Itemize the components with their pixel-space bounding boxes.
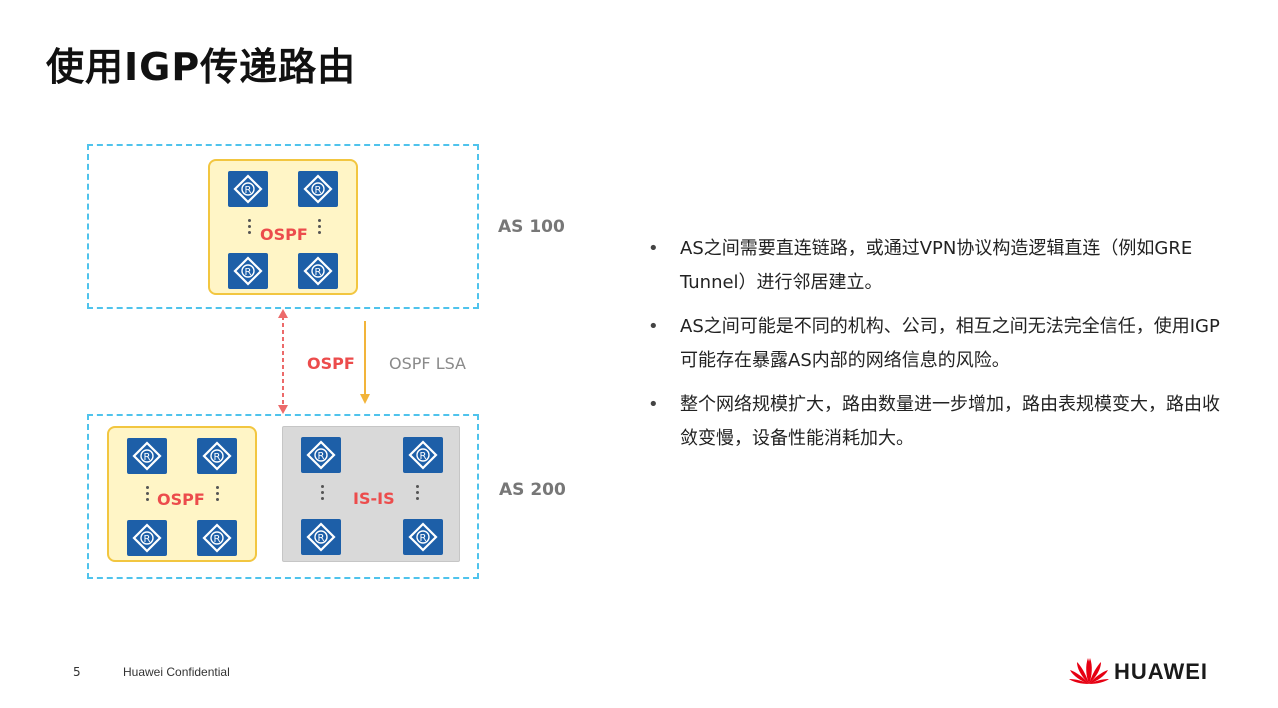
svg-text:R: R	[214, 452, 221, 463]
router-glyph-icon: R	[306, 440, 336, 470]
svg-text:R: R	[318, 533, 325, 544]
router-icon[interactable]: R	[403, 437, 443, 473]
slide-title: 使用IGP传递路由	[46, 45, 357, 89]
ospf-area-as100: R R R R OSPF	[208, 159, 358, 295]
router-icon[interactable]: R	[298, 253, 338, 289]
inter-as-links	[278, 309, 370, 414]
router-icon[interactable]: R	[228, 171, 268, 207]
router-icon[interactable]: R	[403, 519, 443, 555]
isis-area-label: IS-IS	[353, 489, 395, 508]
router-icon[interactable]: R	[127, 438, 167, 474]
router-icon[interactable]: R	[301, 519, 341, 555]
router-icon[interactable]: R	[197, 520, 237, 556]
svg-text:R: R	[245, 267, 252, 278]
ospf-area-as200: R R R R OSPF	[107, 426, 257, 562]
ellipsis-icon	[216, 486, 219, 502]
svg-text:R: R	[144, 452, 151, 463]
router-glyph-icon: R	[132, 523, 162, 553]
huawei-petal-logo-icon	[1069, 658, 1109, 684]
ospf-area-label: OSPF	[260, 225, 308, 244]
router-glyph-icon: R	[303, 174, 333, 204]
ellipsis-icon	[416, 485, 419, 501]
ellipsis-icon	[321, 485, 324, 501]
router-glyph-icon: R	[306, 522, 336, 552]
bullet-item: AS之间可能是不同的机构、公司，相互之间无法完全信任，使用IGP可能存在暴露AS…	[646, 310, 1236, 378]
router-icon[interactable]: R	[228, 253, 268, 289]
router-glyph-icon: R	[132, 441, 162, 471]
svg-text:R: R	[420, 533, 427, 544]
as100-label: AS 100	[498, 217, 565, 237]
router-icon[interactable]: R	[197, 438, 237, 474]
svg-text:R: R	[214, 534, 221, 545]
router-glyph-icon: R	[303, 256, 333, 286]
svg-text:R: R	[144, 534, 151, 545]
svg-text:R: R	[318, 451, 325, 462]
ospf-link-arrow-up	[278, 309, 288, 318]
svg-text:R: R	[315, 267, 322, 278]
ospf-link-label: OSPF	[307, 354, 355, 373]
svg-text:R: R	[420, 451, 427, 462]
ellipsis-icon	[146, 486, 149, 502]
bullet-list: AS之间需要直连链路，或通过VPN协议构造逻辑直连（例如GRE Tunnel）进…	[646, 232, 1236, 466]
ospf-link-arrow-down	[278, 405, 288, 414]
huawei-logo: HUAWEI	[1068, 654, 1208, 688]
ospf-lsa-label: OSPF LSA	[389, 354, 466, 373]
huawei-logo-text: HUAWEI	[1114, 659, 1208, 684]
page-number: 5	[73, 665, 81, 679]
confidential-label: Huawei Confidential	[123, 665, 230, 679]
router-glyph-icon: R	[233, 256, 263, 286]
bullet-item: AS之间需要直连链路，或通过VPN协议构造逻辑直连（例如GRE Tunnel）进…	[646, 232, 1236, 300]
router-glyph-icon: R	[408, 440, 438, 470]
router-icon[interactable]: R	[301, 437, 341, 473]
router-glyph-icon: R	[202, 441, 232, 471]
as200-boundary	[87, 414, 479, 579]
as200-label: AS 200	[499, 480, 566, 500]
isis-area-as200: R R R R IS-IS	[282, 426, 460, 562]
router-icon[interactable]: R	[298, 171, 338, 207]
router-glyph-icon: R	[408, 522, 438, 552]
router-glyph-icon: R	[233, 174, 263, 204]
ellipsis-icon	[318, 219, 321, 235]
bullet-item: 整个网络规模扩大，路由数量进一步增加，路由表规模变大，路由收敛变慢，设备性能消耗…	[646, 388, 1236, 456]
router-glyph-icon: R	[202, 523, 232, 553]
lsa-arrow-head	[360, 394, 370, 404]
ellipsis-icon	[248, 219, 251, 235]
router-icon[interactable]: R	[127, 520, 167, 556]
ospf-area-label: OSPF	[157, 490, 205, 509]
svg-text:R: R	[315, 185, 322, 196]
as100-boundary	[87, 144, 479, 309]
svg-text:R: R	[245, 185, 252, 196]
